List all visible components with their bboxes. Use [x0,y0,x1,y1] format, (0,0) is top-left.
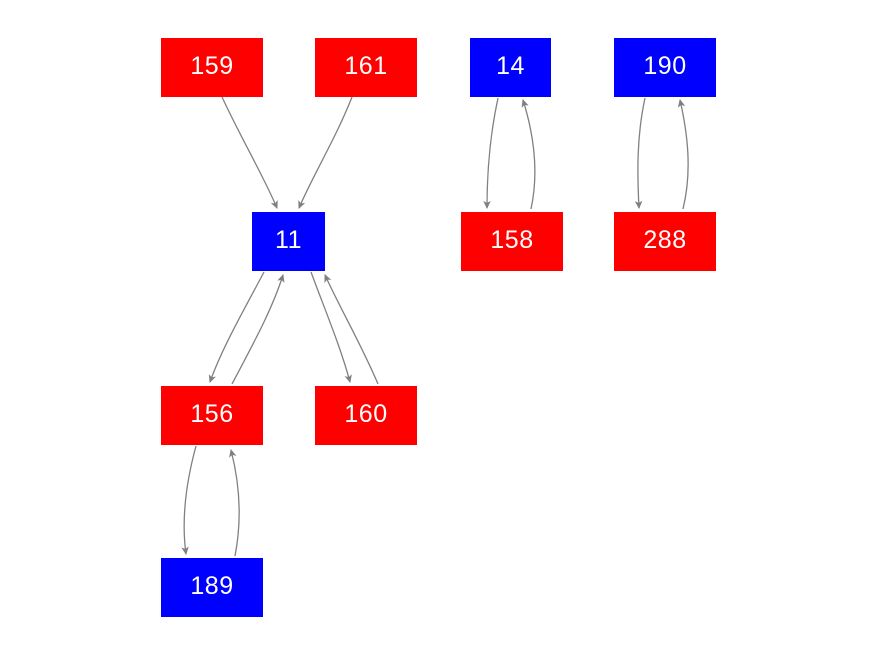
graph-node-189[interactable]: 189 [161,558,263,617]
graph-node-label: 159 [190,52,234,80]
graph-edge-14-to-158 [483,97,499,210]
graph-node-11[interactable]: 11 [252,212,325,271]
graph-node-label: 189 [190,572,234,600]
graph-edge-189-to-156 [229,448,240,557]
graph-edge-158-to-14 [521,99,536,210]
graph-node-label: 161 [344,52,388,80]
graph-edge-161-to-11 [298,96,353,209]
graph-node-160[interactable]: 160 [315,386,417,445]
graph-edge-288-to-190 [677,98,689,210]
graph-node-190[interactable]: 190 [614,38,716,97]
graph-edge-11-to-160 [310,271,352,384]
graph-edge-11-to-156 [208,271,265,383]
graph-node-288[interactable]: 288 [614,212,716,271]
graph-node-label: 190 [643,52,687,80]
graph-edge-156-to-11 [231,274,285,385]
graph-node-14[interactable]: 14 [470,38,551,97]
graph-edge-159-to-11 [221,96,278,209]
edges-group [181,96,689,557]
graph-node-161[interactable]: 161 [315,38,417,97]
graph-node-158[interactable]: 158 [461,212,563,271]
graph-edge-156-to-189 [181,445,197,556]
graph-node-156[interactable]: 156 [161,386,263,445]
graph-node-label: 288 [643,226,687,254]
graph-node-label: 156 [190,400,234,428]
graph-edge-160-to-11 [324,274,379,385]
graph-edge-190-to-288 [634,97,646,210]
graph-node-label: 158 [490,226,534,254]
graph-node-label: 14 [496,52,525,80]
graph-node-label: 11 [275,226,302,254]
graph-node-label: 160 [344,400,388,428]
graph-node-159[interactable]: 159 [161,38,263,97]
